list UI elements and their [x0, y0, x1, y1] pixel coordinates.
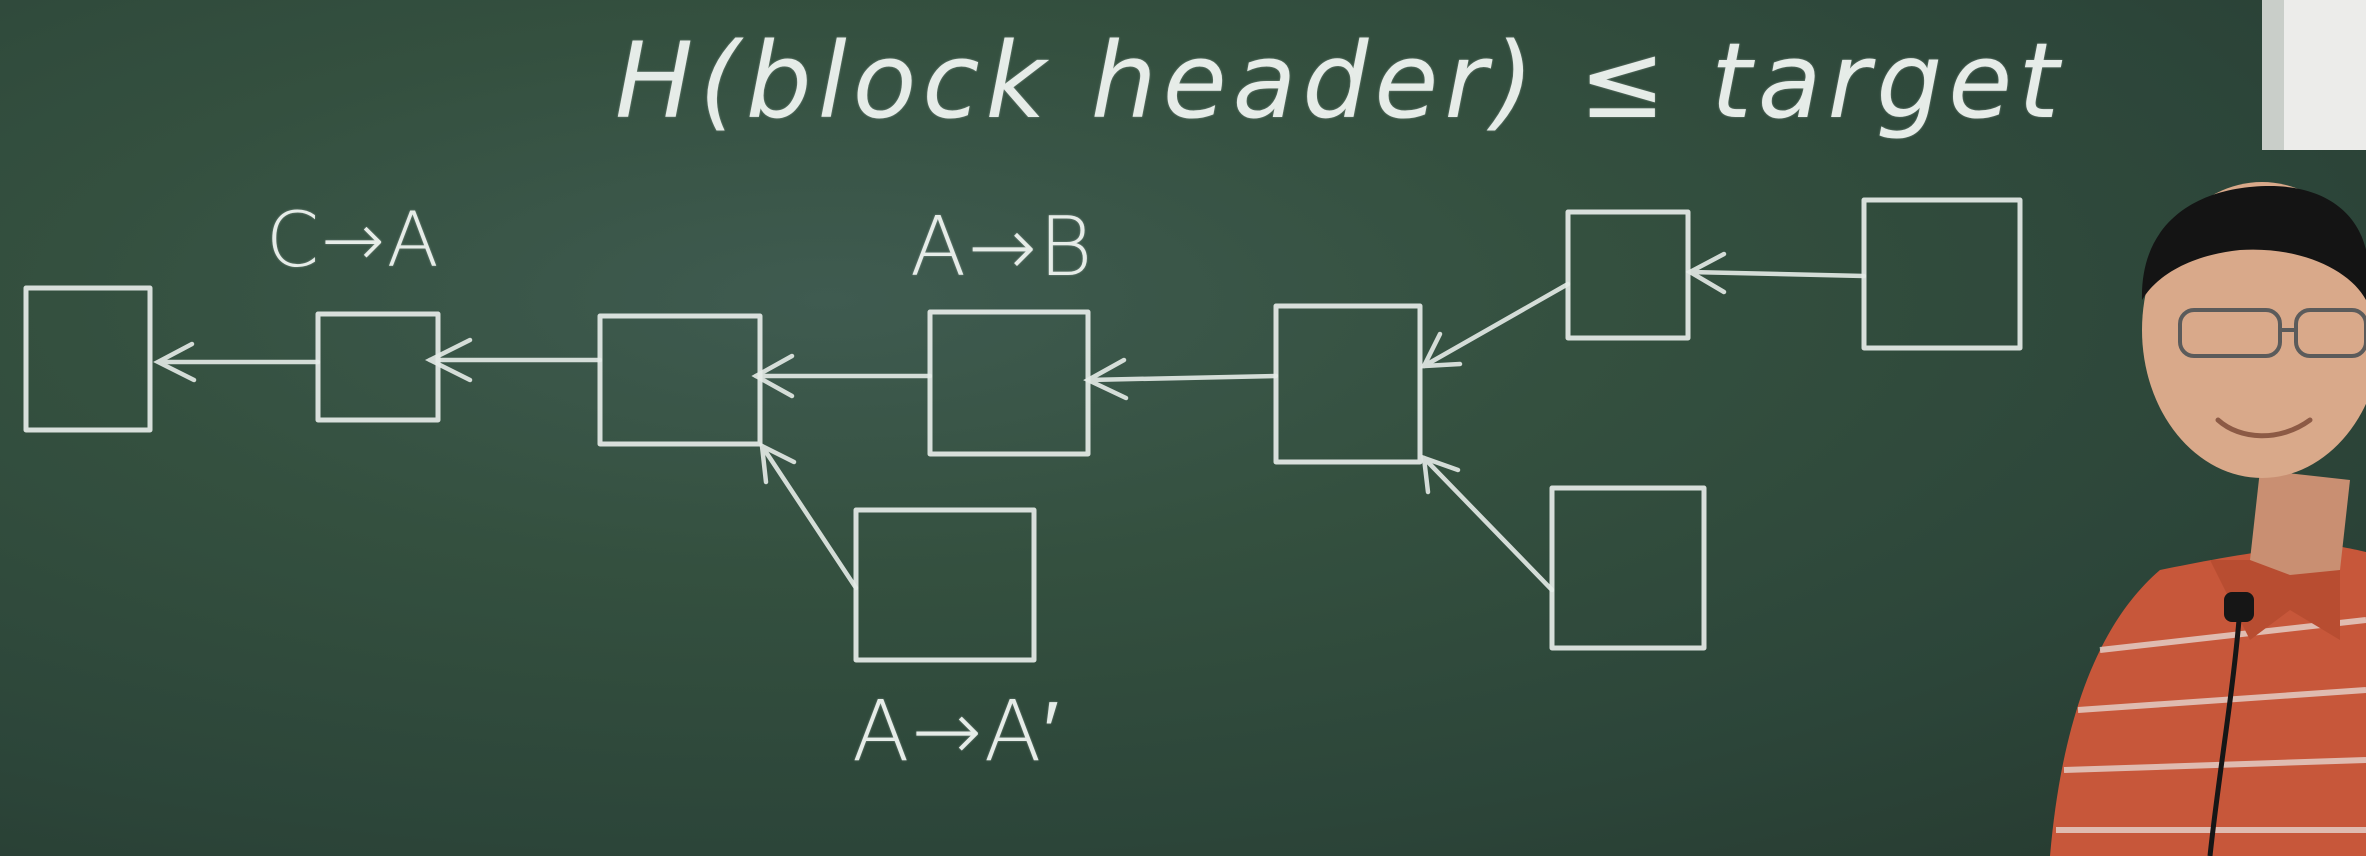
hash-pointer-arrow	[1083, 357, 1279, 401]
fork-block-a-prime	[853, 507, 1037, 663]
block-6	[1565, 209, 1691, 341]
fork-arrow-lower-right	[1421, 454, 1555, 593]
clip-on-microphone-icon	[2207, 592, 2254, 856]
fork-label-c-to-a: C→A	[266, 195, 441, 284]
block-4	[927, 309, 1091, 457]
block-2	[315, 311, 441, 423]
hash-pointer-arrow	[1420, 281, 1571, 369]
block-5	[1273, 303, 1423, 465]
block-1	[23, 285, 153, 433]
block-7	[1861, 197, 2023, 351]
block-3	[597, 313, 763, 447]
background-wall	[2284, 0, 2366, 150]
board-frame-edge	[2262, 0, 2284, 150]
hash-pointer-arrow	[424, 337, 603, 383]
fork-arrow-a-prime	[759, 442, 859, 591]
lecturer	[2050, 182, 2366, 856]
hash-pointer-arrow	[1685, 251, 1867, 295]
hash-pointer-arrow	[153, 341, 321, 383]
block-header-hash-formula: H(block header) ≤ target	[615, 20, 2066, 142]
fork-label-a-to-b: A→B	[910, 200, 1095, 295]
hash-pointer-arrow	[751, 353, 933, 399]
fork-label-a-to-a-prime: A→A′	[852, 682, 1062, 780]
fork-block-lower-right	[1549, 485, 1707, 651]
